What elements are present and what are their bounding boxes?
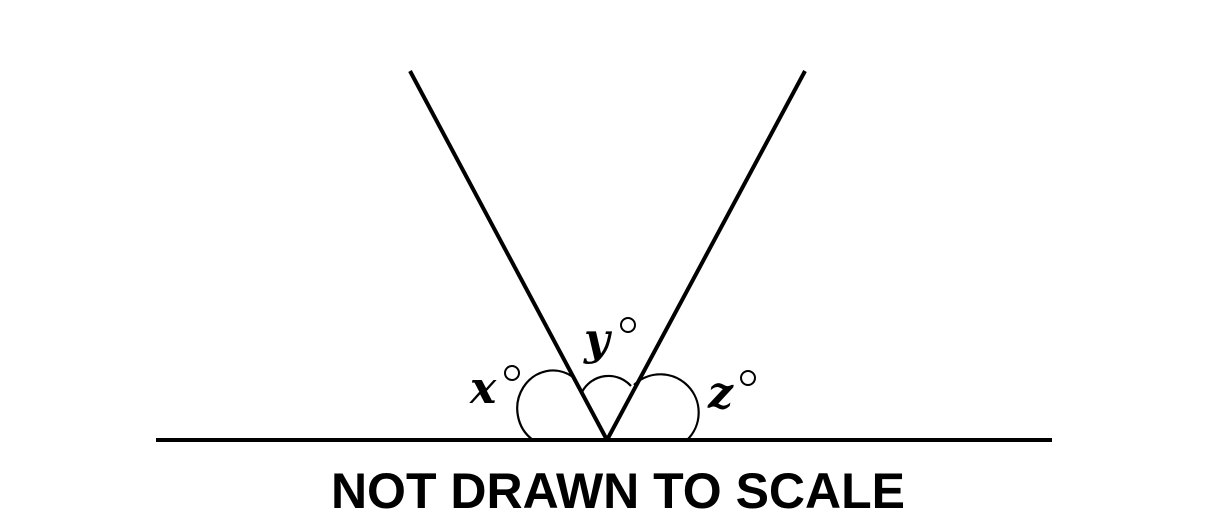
angle-arc-z <box>633 373 700 441</box>
angle-label-z: z <box>707 368 734 419</box>
angle-arc-y <box>581 374 632 393</box>
degree-symbol-z <box>740 370 756 386</box>
angle-label-x: x <box>469 363 497 414</box>
angle-label-y: y <box>583 314 613 365</box>
left-ray <box>408 70 609 441</box>
angle-arc-x <box>516 369 574 441</box>
degree-symbol-x <box>504 365 520 381</box>
scale-caption: NOT DRAWN TO SCALE <box>331 463 905 519</box>
degree-symbol-y <box>620 317 636 333</box>
right-ray <box>605 70 807 441</box>
